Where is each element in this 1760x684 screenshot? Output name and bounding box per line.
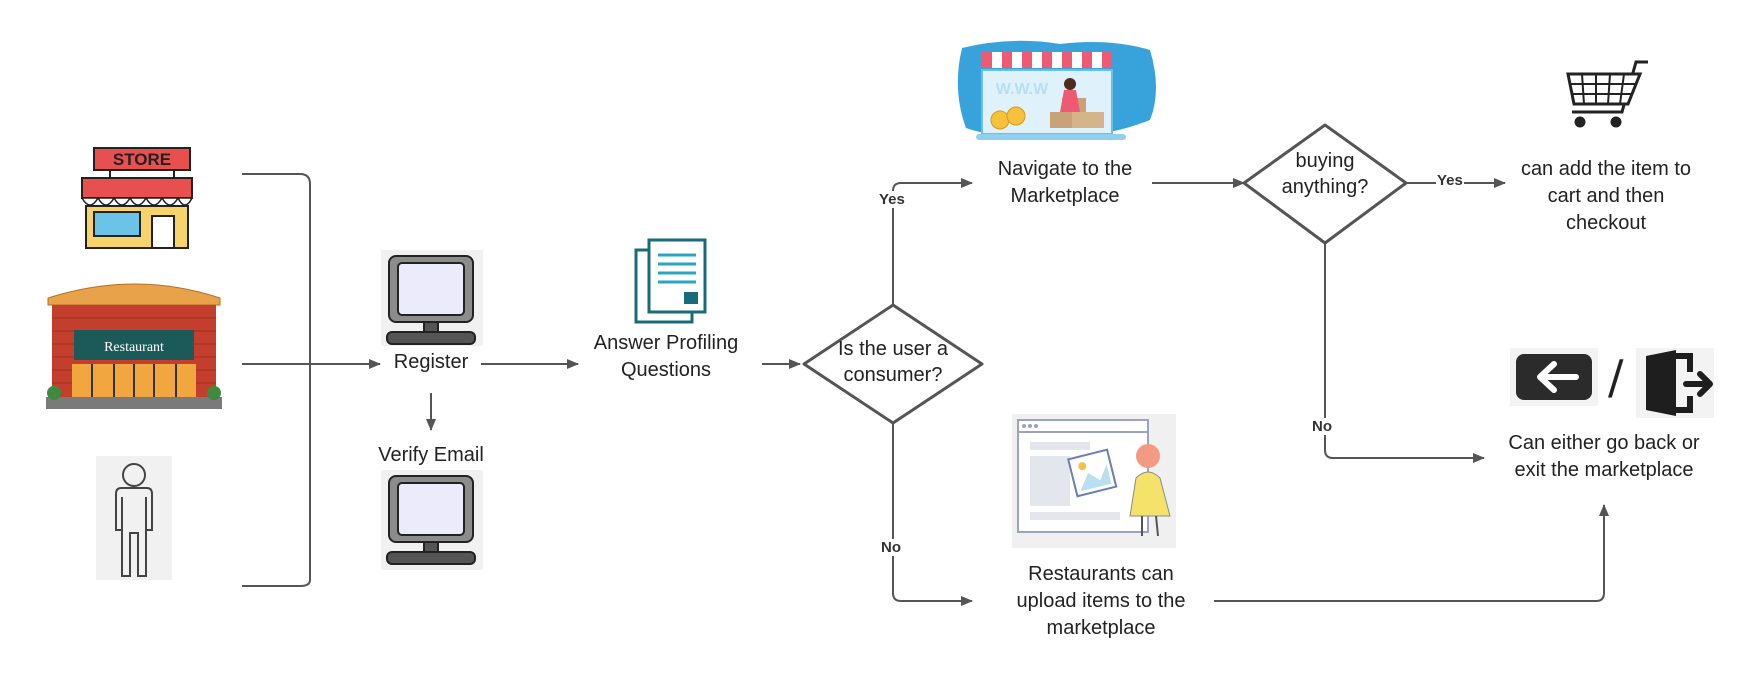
consumer-decision-label: Is the user a consumer?: [837, 338, 949, 386]
back-arrow-icon: [1510, 348, 1598, 406]
svg-text:W.W.W: W.W.W: [996, 81, 1049, 98]
svg-text:Restaurant: Restaurant: [104, 340, 164, 355]
upload-items-label: Restaurants can upload items to the mark…: [1016, 563, 1186, 639]
consumer-decision-diamond: [802, 303, 984, 425]
restaurant-icon: Restaurant: [46, 283, 222, 409]
verify-email-label: Verify Email: [378, 444, 484, 466]
edge-label-no-consumer: No: [880, 539, 902, 556]
answer-profiling-label: Answer Profiling Questions: [593, 332, 739, 381]
store-icon: STORE: [80, 147, 194, 249]
edge-no-upload: [892, 423, 973, 606]
edge-upload-exit: [1214, 504, 1609, 602]
person-icon: [96, 456, 172, 580]
computer-icon: [381, 250, 483, 346]
marketplace-illustration: W.W.W: [957, 40, 1156, 140]
document-icon: [634, 238, 707, 324]
exit-label: Can either go back or exit the marketpla…: [1508, 432, 1700, 481]
add-to-cart-label: can add the item to cart and then checko…: [1520, 158, 1692, 234]
register-label: Register: [393, 351, 469, 373]
edge-no-exit: [1324, 243, 1485, 463]
shopping-cart-icon: [1566, 60, 1648, 128]
computer-icon: [381, 470, 483, 570]
edge-yes-marketplace: [892, 178, 973, 305]
edge-label-yes-consumer: Yes: [878, 191, 906, 208]
buying-decision-label: buying anything?: [1281, 150, 1369, 198]
buying-decision-diamond: [1242, 123, 1408, 245]
bracket-connector: [242, 173, 311, 587]
upload-illustration: [1012, 414, 1176, 548]
exit-door-icon: [1636, 348, 1714, 418]
marketplace-label: Navigate to the Marketplace: [997, 158, 1133, 207]
edge-label-yes-buying: Yes: [1436, 172, 1464, 189]
edge-label-no-buying: No: [1311, 418, 1333, 435]
svg-text:STORE: STORE: [113, 150, 171, 169]
separator-slash: /: [1608, 350, 1624, 404]
